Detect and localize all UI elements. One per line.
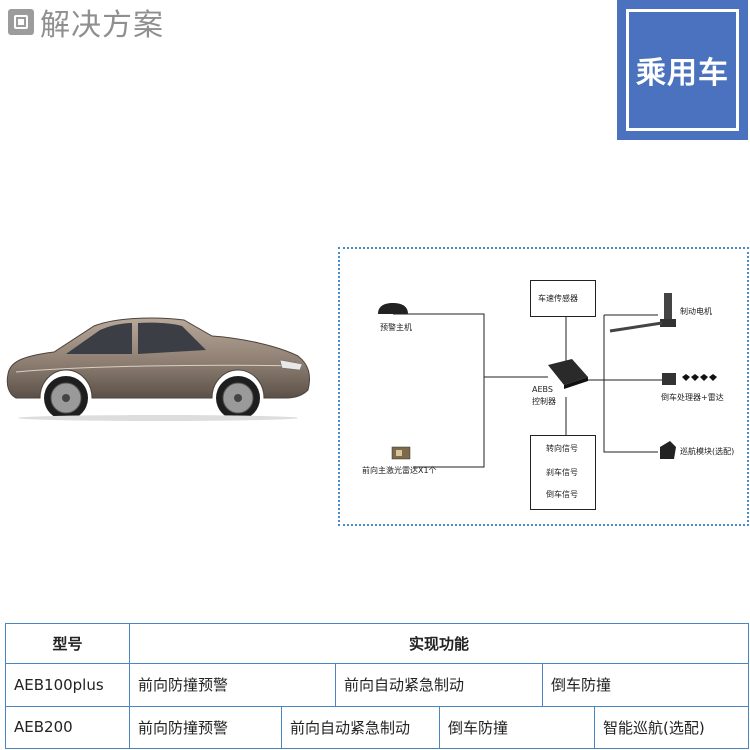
signal-item: 转向信号: [546, 444, 578, 453]
page-title: 解决方案: [40, 8, 164, 43]
warning-host-label: 预警主机: [380, 323, 412, 332]
signal-item: 倒车信号: [546, 490, 578, 499]
brake-motor-icon: [609, 293, 676, 333]
speed-sensor-box: [530, 280, 596, 317]
controller-label-line1: AEBS: [532, 385, 553, 394]
cruise-module-label: 巡航模块(选配): [680, 447, 735, 456]
aebs-controller-icon: [548, 359, 588, 389]
function-cell: 前向防撞预警: [129, 705, 282, 750]
model-cell: AEB200: [5, 705, 130, 750]
reverse-radar-label: 倒车处理器+雷达: [661, 393, 724, 402]
function-cell: 智能巡航(选配): [593, 705, 750, 750]
function-cell: 倒车防撞: [439, 705, 595, 750]
page-header: 解决方案: [0, 0, 164, 44]
table-header-model: 型号: [5, 622, 130, 665]
speed-sensor-label: 车速传感器: [538, 294, 578, 303]
lidar-label: 前向主激光雷达X1个: [362, 466, 437, 475]
signals-box: [530, 435, 596, 510]
vehicle-type-badge: 乘用车: [617, 0, 748, 140]
lidar-sensor-icon: [391, 446, 411, 460]
vehicle-type-label: 乘用车: [636, 56, 729, 91]
table-header-function: 实现功能: [128, 622, 750, 665]
table-row: AEB100plus 前向防撞预警 前向自动紧急制动 倒车防撞: [5, 663, 750, 707]
function-cell: 前向自动紧急制动: [281, 705, 440, 750]
diagram-connectors: [378, 293, 717, 468]
spec-table: 型号 实现功能 AEB100plus 前向防撞预警 前向自动紧急制动 倒车防撞 …: [5, 622, 750, 750]
brake-motor-label: 制动电机: [680, 307, 712, 316]
warning-host-icon: [378, 303, 408, 314]
function-cell: 倒车防撞: [541, 663, 750, 707]
cruise-module-icon: [660, 441, 676, 459]
table-row: AEB200 前向防撞预警 前向自动紧急制动 倒车防撞 智能巡航(选配): [5, 705, 750, 750]
model-cell: AEB100plus: [5, 663, 130, 707]
menu-square-icon: [8, 9, 34, 35]
system-diagram-frame: [338, 247, 749, 526]
sedan-car-image: [6, 317, 311, 421]
function-cell: 前向防撞预警: [129, 663, 336, 707]
function-cell: 前向自动紧急制动: [335, 663, 543, 707]
controller-label-line2: 控制器: [532, 397, 556, 406]
signal-item: 刹车信号: [546, 468, 578, 477]
reverse-radar-icon: [662, 373, 717, 385]
